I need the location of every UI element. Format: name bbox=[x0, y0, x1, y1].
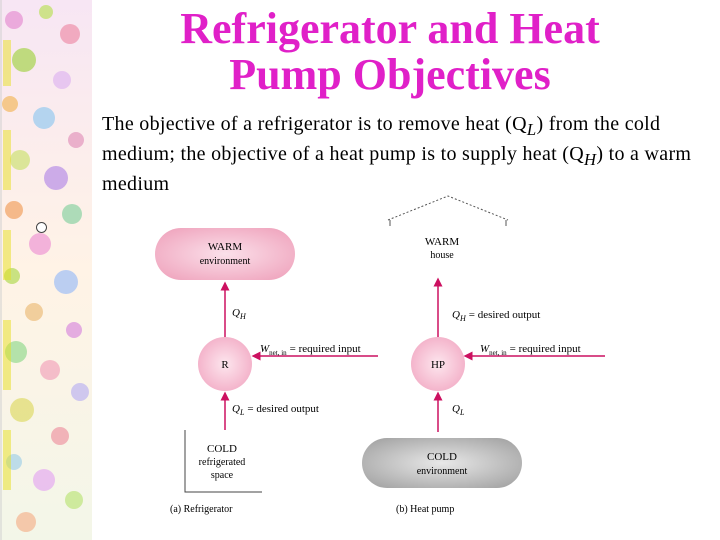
ref-warm-sublabel: environment bbox=[200, 256, 251, 267]
hp-ql-label: QL bbox=[452, 403, 465, 417]
hp-device-label: HP bbox=[431, 359, 445, 371]
ref-qh-label: QH bbox=[232, 307, 247, 321]
subscript-h: H bbox=[584, 150, 597, 169]
text-part-3: ) to a warm medium bbox=[102, 143, 692, 195]
title-line-2: Pump Objectives bbox=[229, 50, 551, 99]
heatpump-cold-environment: COLD environment bbox=[362, 438, 522, 488]
bullet-marker bbox=[36, 222, 47, 233]
ref-device-label: R bbox=[221, 359, 229, 371]
text-part-2: ) from the cold medium; the objective of… bbox=[102, 113, 661, 165]
ref-warm-label: WARM bbox=[208, 241, 242, 253]
decorative-side-strip bbox=[0, 0, 92, 540]
hp-warm-sublabel: house bbox=[430, 250, 454, 261]
hp-w-label: Wnet, in= required input bbox=[480, 343, 581, 357]
subscript-l: L bbox=[526, 120, 537, 139]
refrigerator-cold-space: COLD refrigerated space bbox=[184, 430, 262, 493]
ref-caption: (a) Refrigerator bbox=[170, 504, 233, 515]
hp-cold-sublabel: environment bbox=[417, 466, 468, 477]
refrigerator-device: R bbox=[198, 337, 252, 391]
title-line-1: Refrigerator and Heat bbox=[180, 4, 600, 53]
ref-ql-label: QL= desired output bbox=[232, 403, 319, 417]
heatpump-warm-house: WARM house bbox=[425, 236, 459, 261]
hp-cold-label: COLD bbox=[427, 451, 457, 463]
ref-cold-sublabel: refrigerated bbox=[199, 457, 246, 468]
ref-cold-sublabel-2: space bbox=[211, 470, 234, 481]
ref-cold-label: COLD bbox=[207, 443, 237, 455]
objective-paragraph: The objective of a refrigerator is to re… bbox=[102, 112, 702, 196]
hp-qh-label: QH= desired output bbox=[452, 309, 540, 323]
refrigerator-warm-environment: WARM environment bbox=[155, 228, 295, 280]
text-part-1: The objective of a refrigerator is to re… bbox=[102, 113, 527, 135]
house-roof-icon bbox=[387, 195, 509, 226]
slide-title: Refrigerator and Heat Pump Objectives bbox=[110, 6, 670, 98]
hp-caption: (b) Heat pump bbox=[396, 504, 454, 515]
ref-w-label: Wnet, in= required input bbox=[260, 343, 361, 357]
heatpump-device: HP bbox=[411, 337, 465, 391]
hp-warm-label: WARM bbox=[425, 236, 459, 248]
refrigerator-heatpump-diagram: WARM environment QH R Wnet, in= required… bbox=[155, 195, 605, 515]
